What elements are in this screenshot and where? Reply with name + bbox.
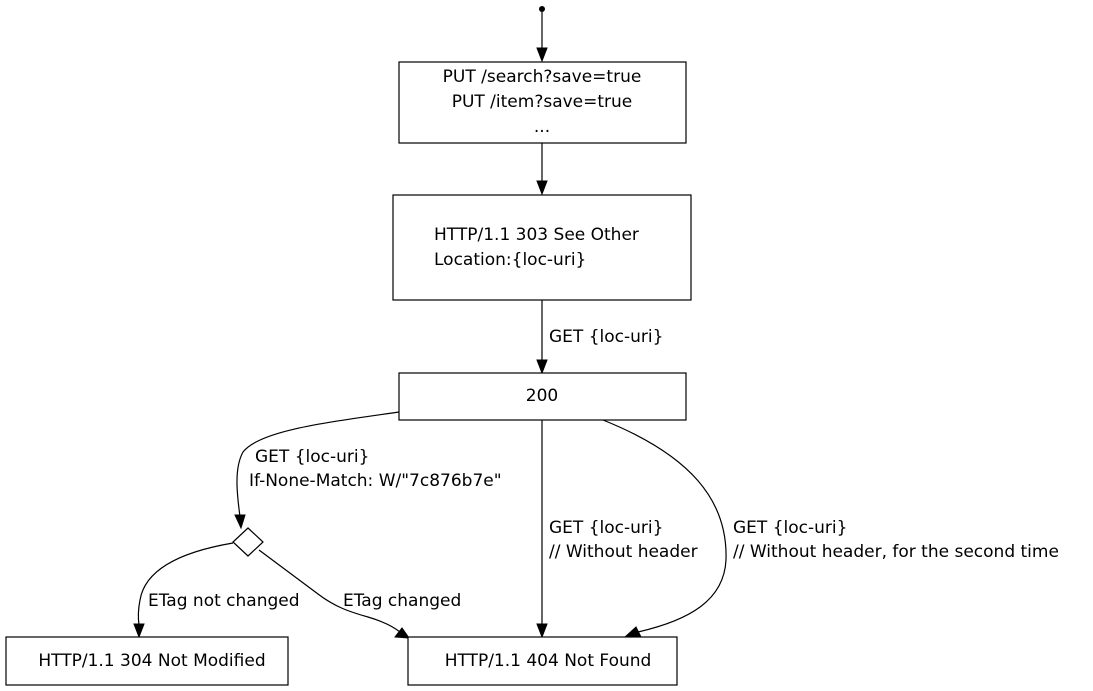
node-not-found-label: HTTP/1.1 404 Not Found [445,651,652,671]
node-ok-label: 200 [526,386,558,406]
node-request-line2: PUT /item?save=true [452,92,633,112]
arrowhead [536,47,548,63]
node-request-line3: ... [534,117,550,137]
start-point [539,6,545,12]
arrowhead [536,180,548,196]
edge-label-etag-changed: ETag changed [343,591,461,611]
edge-label-conditional-line1: GET {loc-uri} [255,447,369,467]
node-not-modified-label: HTTP/1.1 304 Not Modified [38,651,265,671]
arrowhead [536,359,548,375]
edge-ok-to-decision [236,411,400,518]
arrowhead [623,626,642,638]
edge-decision-to-not-modified [137,542,234,626]
node-ok [398,372,687,421]
edge-label-second-time-line1: GET {loc-uri} [733,518,847,538]
edge-label-without-header-line2: // Without header [549,542,698,562]
arrowhead [536,623,548,639]
edge-label-conditional-line2: If-None-Match: W/"7c876b7e" [249,471,502,491]
node-request-line1: PUT /search?save=true [443,67,642,87]
node-redirect [392,194,692,301]
node-not-found [407,636,678,686]
node-redirect-line2: Location:{loc-uri} [434,250,586,270]
arrowhead [234,514,246,530]
edge-label-etag-not-changed: ETag not changed [148,591,300,611]
arrowhead [133,623,145,639]
node-redirect-line1: HTTP/1.1 303 See Other [434,225,639,245]
arrowhead [394,627,411,639]
edge-label-get-loc: GET {loc-uri} [549,327,663,347]
decision-diamond [232,527,264,557]
node-not-modified [5,636,289,686]
edge-decision-to-not-found [258,549,401,633]
edge-ok-to-not-found-second [602,419,727,633]
edge-label-second-time-line2: // Without header, for the second time [733,542,1059,562]
edge-label-without-header-line1: GET {loc-uri} [549,518,663,538]
